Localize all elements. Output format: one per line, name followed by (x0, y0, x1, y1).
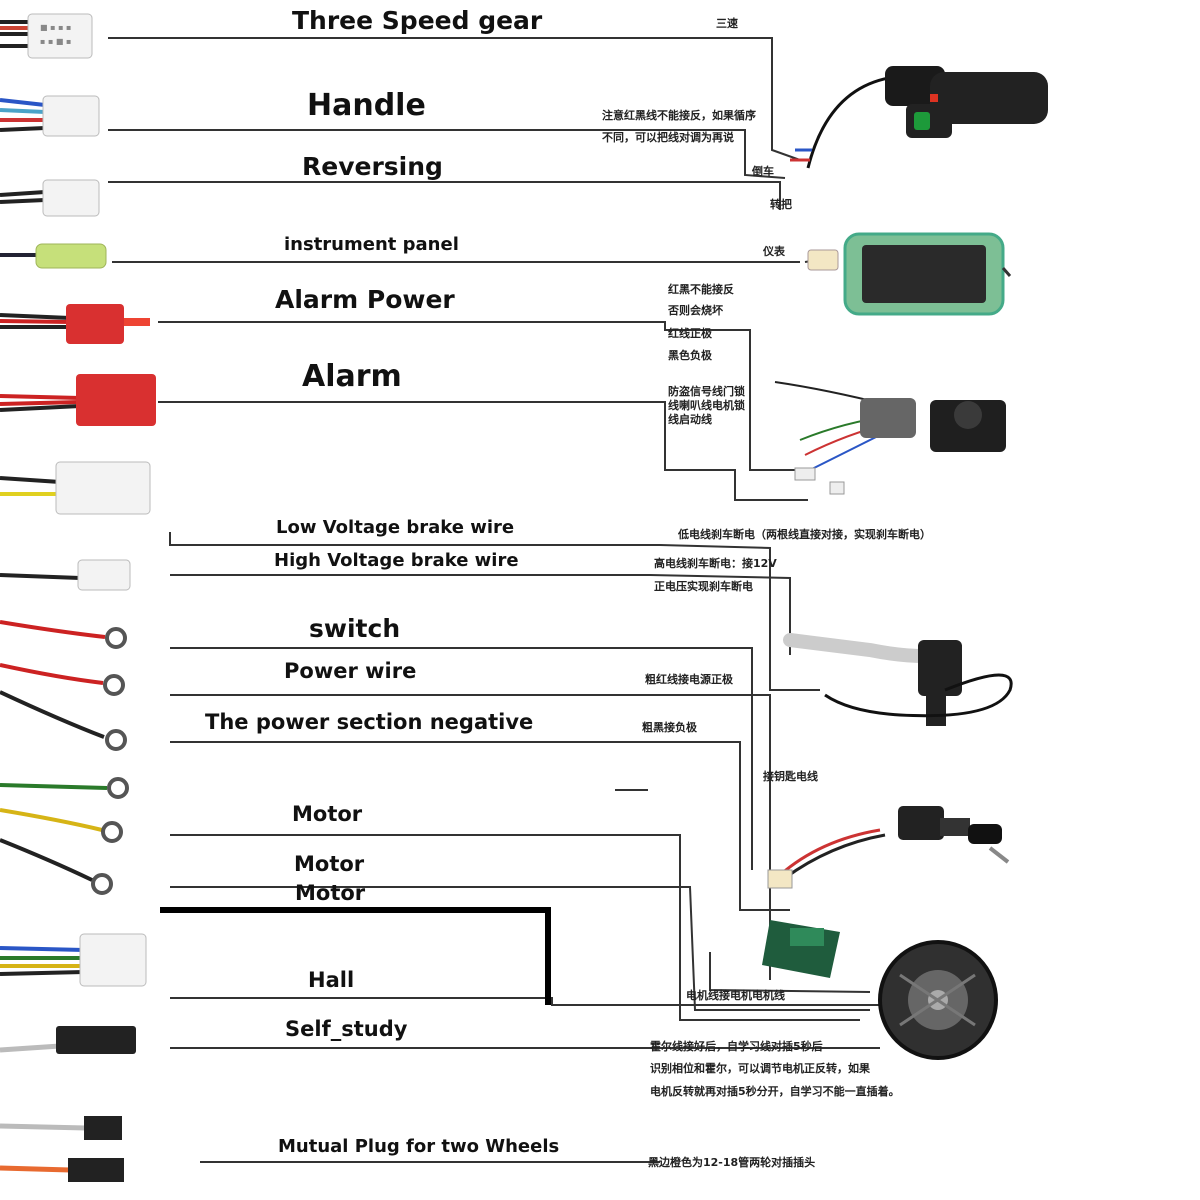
svg-text:■ ▪ ▪ ▪: ■ ▪ ▪ ▪ (40, 23, 71, 32)
note-instrument: 仪表 (763, 245, 785, 258)
label-power-section-negative: The power section negative (205, 710, 534, 734)
note-self-study-1: 霍尔线接好后，自学习线对插5秒后 (650, 1040, 823, 1053)
harness-alarm (0, 374, 156, 426)
label-alarm-power: Alarm Power (275, 285, 455, 314)
alarm-unit-picture (774, 381, 1006, 495)
note-alarm-power-3: 红线正极 (668, 327, 712, 340)
connection-lines (108, 37, 880, 1163)
harness-handle (0, 95, 100, 137)
label-high-voltage-brake-wire: High Voltage brake wire (274, 550, 519, 571)
note-high-brake-1: 高电线刹车断电：接12V (654, 557, 777, 570)
label-motor-1: Motor (292, 802, 363, 826)
note-three-speed: 三速 (716, 17, 738, 30)
harness-self-study (0, 1026, 136, 1054)
note-self-study-2: 识别相位和霍尔，可以调节电机正反转，如果 (650, 1062, 870, 1075)
note-mutual-plug: 黑边橙色为12-18管两轮对插插头 (648, 1156, 816, 1169)
harness-high-brake (0, 559, 131, 591)
note-low-brake: 低电线刹车断电（两根线直接对接，实现刹车断电） (678, 528, 931, 541)
note-alarm-power-1: 红黑不能接反 (668, 283, 734, 296)
label-motor-2: Motor (294, 852, 365, 876)
hub-motor-picture (878, 940, 998, 1060)
label-reversing: Reversing (302, 152, 443, 181)
label-three-speed-gear: Three Speed gear (292, 6, 543, 35)
brake-lever-picture (783, 633, 1013, 726)
note-throttle: 转把 (770, 198, 792, 211)
instrument-panel-picture (804, 232, 1012, 316)
note-handle-1: 注意红黑线不能接反，如果循序 (602, 109, 756, 122)
note-alarm-signal: 防盗信号线门锁线喇叭线电机锁线启动线 (668, 385, 745, 426)
harness-brake (0, 461, 151, 515)
label-mutual-plug: Mutual Plug for two Wheels (278, 1136, 560, 1157)
key-switch-picture (767, 806, 1010, 889)
note-alarm-power-4: 黑色负极 (668, 349, 712, 362)
label-instrument-panel: instrument panel (284, 234, 459, 255)
label-hall: Hall (308, 968, 355, 992)
label-switch: switch (309, 614, 401, 643)
note-self-study-3: 电机反转就再对插5秒分开，自学习不能一直插着。 (650, 1085, 900, 1098)
controller-picture (762, 920, 840, 978)
harness-reversing (0, 179, 100, 217)
note-key-lock: 接钥匙电线 (763, 770, 818, 783)
label-handle: Handle (307, 88, 426, 123)
harness-mutual-plug (0, 1116, 124, 1182)
harness-ring-terminals (0, 620, 129, 895)
note-alarm-power-2: 否则会烧坏 (668, 304, 723, 317)
harness-three-speed: ■ ▪ ▪ ▪ ▪ ▪ ■ ▪ (0, 13, 93, 59)
harness-alarm-power (0, 304, 150, 344)
throttle-grip-picture (790, 66, 1048, 169)
note-power-positive: 粗红线接电源正极 (645, 673, 733, 686)
label-self-study: Self_study (285, 1017, 408, 1041)
note-reversing: 倒车 (752, 165, 774, 178)
note-handle-2: 不同，可以把线对调为再说 (602, 131, 734, 144)
svg-text:▪ ▪ ■ ▪: ▪ ▪ ■ ▪ (40, 37, 71, 46)
note-power-negative: 粗黑接负极 (642, 721, 697, 734)
motor-bold-line (160, 907, 551, 1005)
label-motor-3: Motor (295, 881, 366, 905)
harness-hall (0, 933, 147, 987)
label-alarm: Alarm (302, 359, 402, 394)
note-high-brake-2: 正电压实现刹车断电 (654, 580, 753, 593)
note-motor: 电机线接电机电机线 (686, 989, 785, 1002)
label-low-voltage-brake-wire: Low Voltage brake wire (276, 517, 515, 538)
label-power-wire: Power wire (284, 659, 417, 683)
harness-instrument (0, 243, 107, 269)
